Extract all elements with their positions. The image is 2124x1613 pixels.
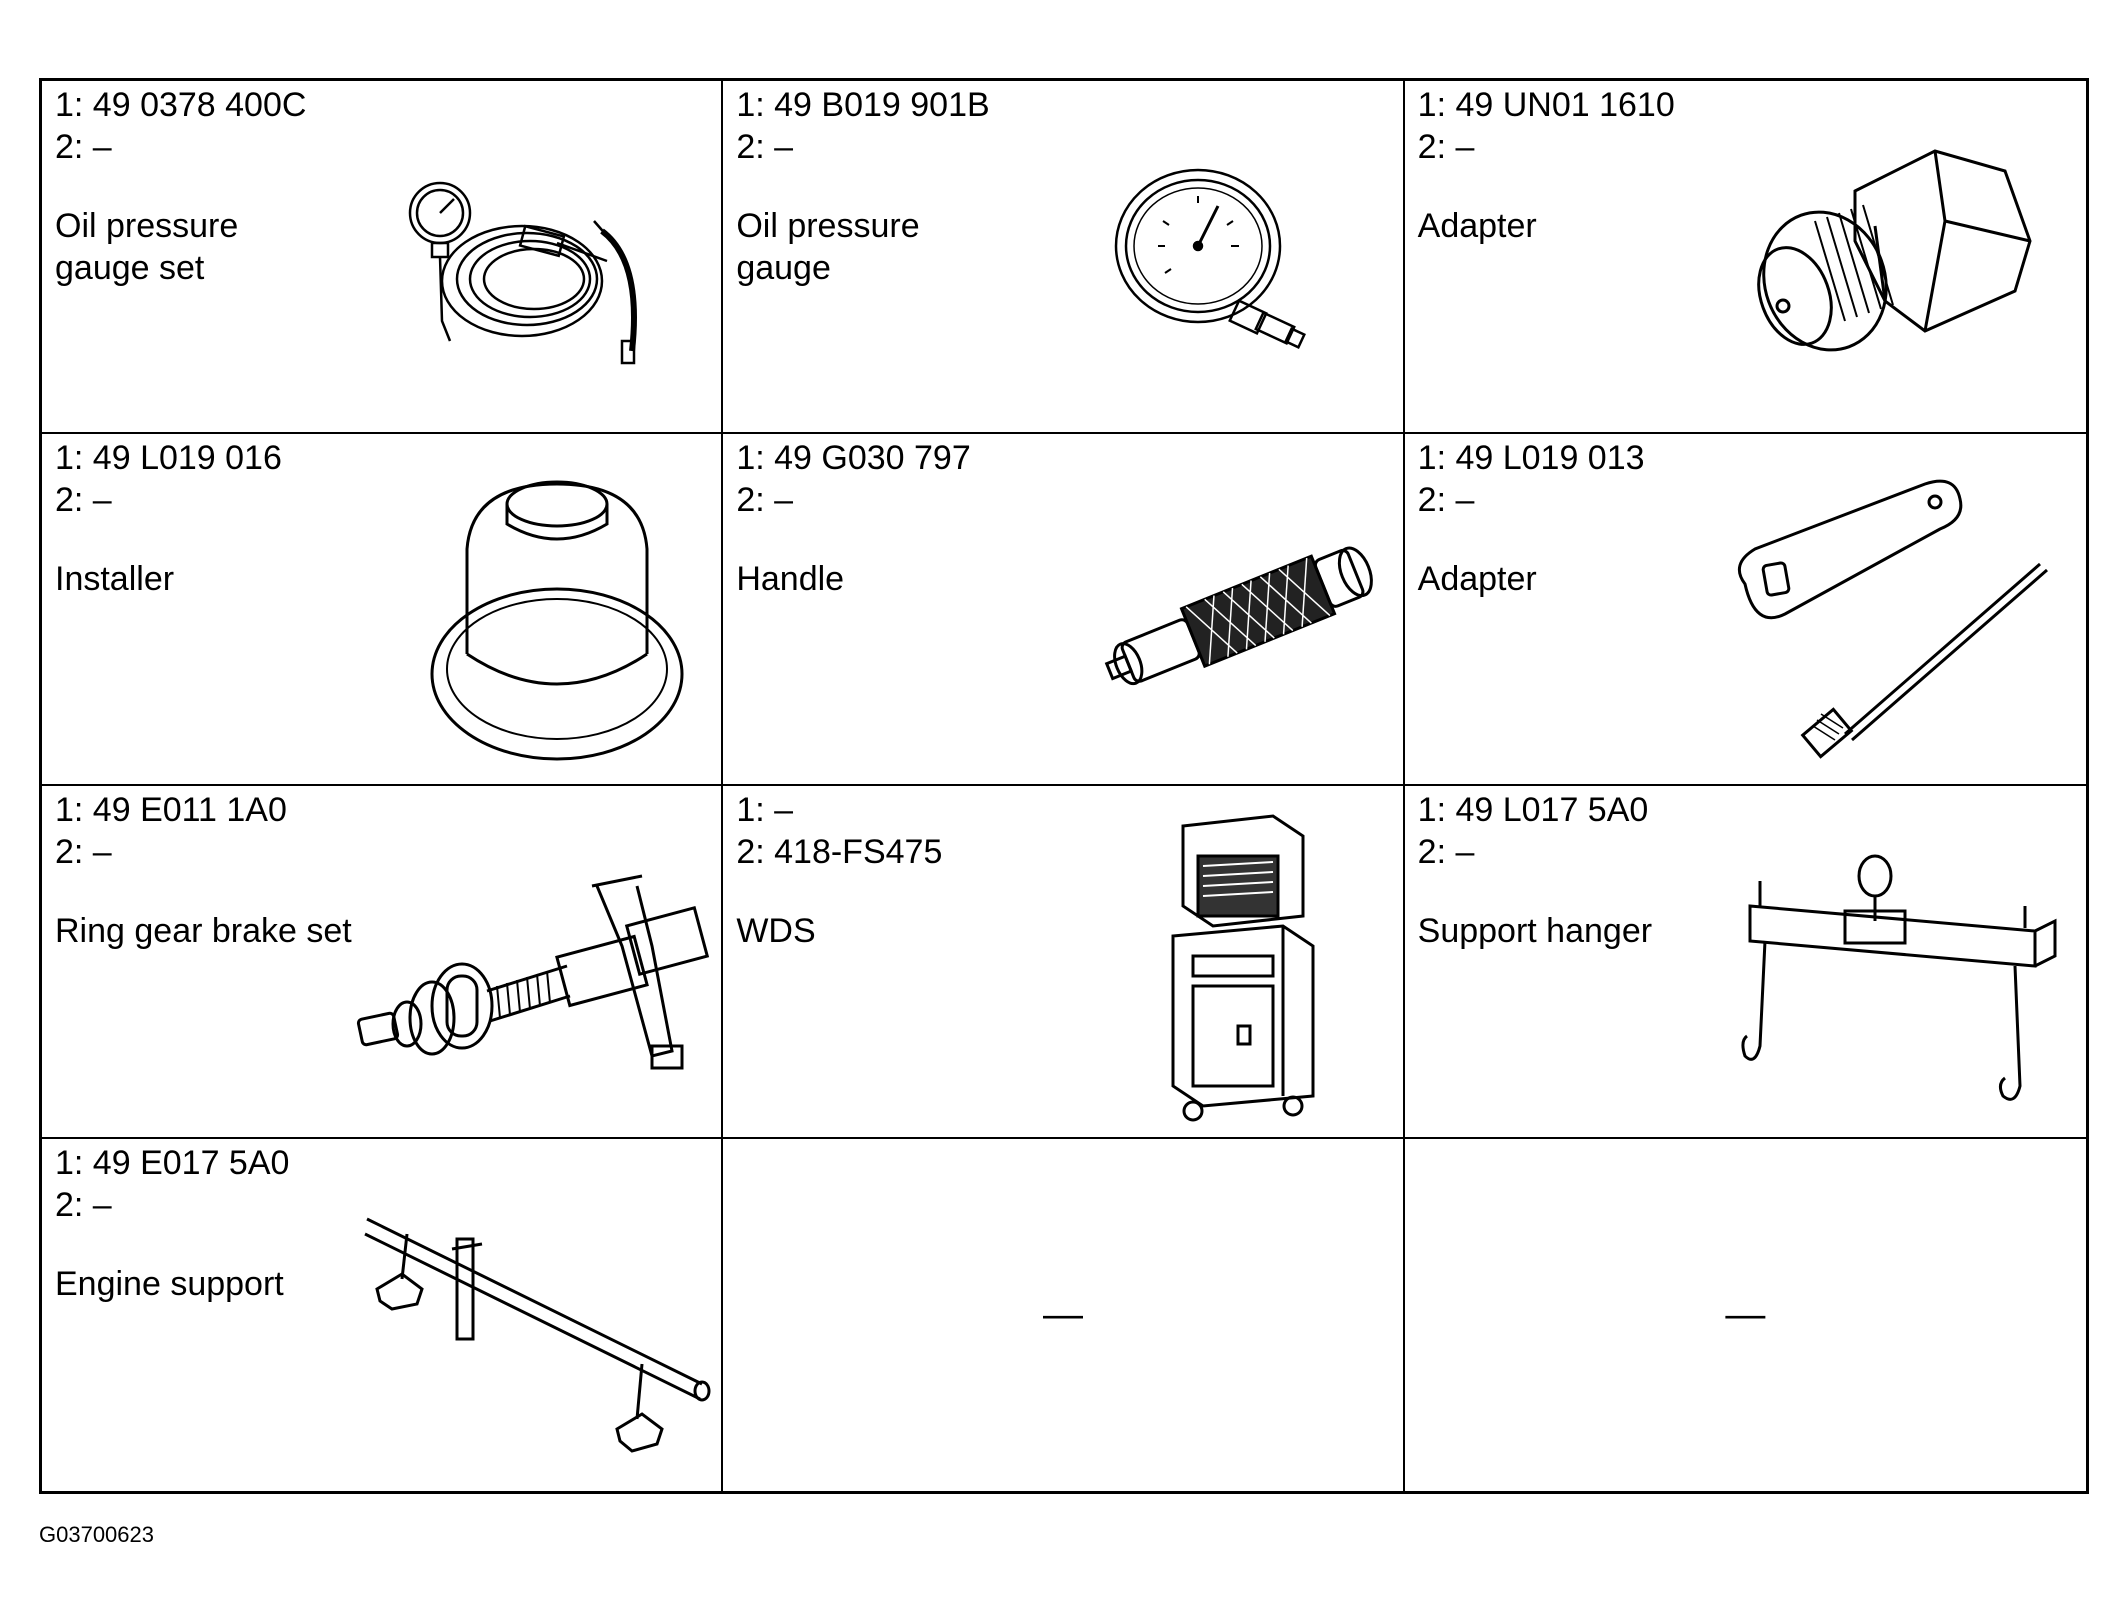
tool-name: Engine support: [55, 1264, 284, 1303]
part-number-2: 2: –: [55, 1185, 112, 1224]
part-number-1: 1: 49 E011 1A0: [55, 791, 287, 829]
empty-cell: —: [1405, 1139, 2086, 1492]
part-number-1: 1: 49 B019 901B: [736, 86, 990, 124]
part-number-2: 2: –: [1417, 833, 1475, 871]
oil-pressure-gauge-illustration: [1103, 161, 1363, 361]
empty-placeholder: —: [1042, 1292, 1083, 1337]
part-number-1: 1: –: [736, 791, 794, 829]
tool-name: Oil pressure gauge: [736, 207, 920, 287]
tool-name: Support hanger: [1417, 912, 1653, 950]
tool-name: Oil pressure gauge set: [55, 207, 239, 287]
support-hanger-illustration: [1735, 826, 2065, 1106]
tool-cell: 1: 49 E011 1A0 2: – Ring gear brake set: [42, 786, 724, 1139]
tool-cell: 1: 49 UN01 1610 2: – Adapter: [1404, 81, 2086, 434]
part-number-1: 1: 49 G030 797: [736, 438, 971, 477]
part-number-1: 1: 49 0378 400C: [55, 86, 307, 124]
part-number-2: 2: –: [55, 128, 112, 166]
tool-name: Handle: [736, 559, 845, 598]
tool-cell: 1: 49 B019 901B 2: – Oil pressure gauge: [723, 81, 1405, 434]
engine-support-illustration: [362, 1189, 721, 1469]
special-tools-table: 1: 49 0378 400C 2: – Oil pressure gauge …: [39, 78, 2089, 1494]
part-number-1: 1: 49 L017 5A0: [1417, 791, 1649, 829]
part-number-2: 2: –: [736, 128, 794, 166]
empty-placeholder: —: [1725, 1292, 1766, 1337]
part-number-1: 1: 49 L019 013: [1417, 438, 1645, 477]
tool-cell: 1: – 2: 418-FS475 WDS: [723, 786, 1405, 1139]
handle-illustration: [1093, 514, 1393, 714]
tool-cell: 1: 49 L017 5A0 2: – Support hanger: [1404, 786, 2086, 1139]
ring-gear-brake-set-illustration: [352, 826, 712, 1096]
tool-cell: 1: 49 E017 5A0 2: – Engine support: [42, 1138, 724, 1491]
threaded-adapter-illustration: [1745, 131, 2045, 371]
tool-cell: 1: 49 L019 016 2: – Installer: [42, 433, 724, 786]
part-number-1: 1: 49 UN01 1610: [1417, 86, 1675, 124]
tool-cell: 1: 49 G030 797 2: – Handle: [723, 433, 1405, 786]
wds-cart-illustration: [1143, 806, 1343, 1126]
part-number-2: 2: 418-FS475: [736, 833, 943, 871]
figure-code: G03700623: [39, 1522, 154, 1547]
tool-name: Adapter: [1417, 207, 1537, 245]
part-number-1: 1: 49 L019 016: [55, 438, 282, 477]
wrench-adapter-illustration: [1725, 464, 2065, 764]
part-number-2: 2: –: [1417, 480, 1475, 519]
tool-name: WDS: [736, 912, 816, 950]
tool-cell: 1: 49 L019 013 2: – Adapter: [1404, 434, 2086, 786]
tool-name: Installer: [55, 559, 175, 598]
tool-name: Ring gear brake set: [55, 912, 352, 950]
part-number-2: 2: –: [736, 480, 794, 519]
empty-cell: —: [723, 1138, 1405, 1491]
tool-name: Adapter: [1417, 559, 1537, 598]
part-number-2: 2: –: [1417, 128, 1475, 166]
tool-cell: 1: 49 0378 400C 2: – Oil pressure gauge …: [42, 81, 724, 434]
installer-illustration: [412, 464, 692, 764]
part-number-2: 2: –: [55, 833, 112, 871]
part-number-2: 2: –: [55, 480, 112, 519]
part-number-1: 1: 49 E017 5A0: [55, 1143, 290, 1182]
oil-pressure-gauge-set-illustration: [402, 161, 702, 371]
